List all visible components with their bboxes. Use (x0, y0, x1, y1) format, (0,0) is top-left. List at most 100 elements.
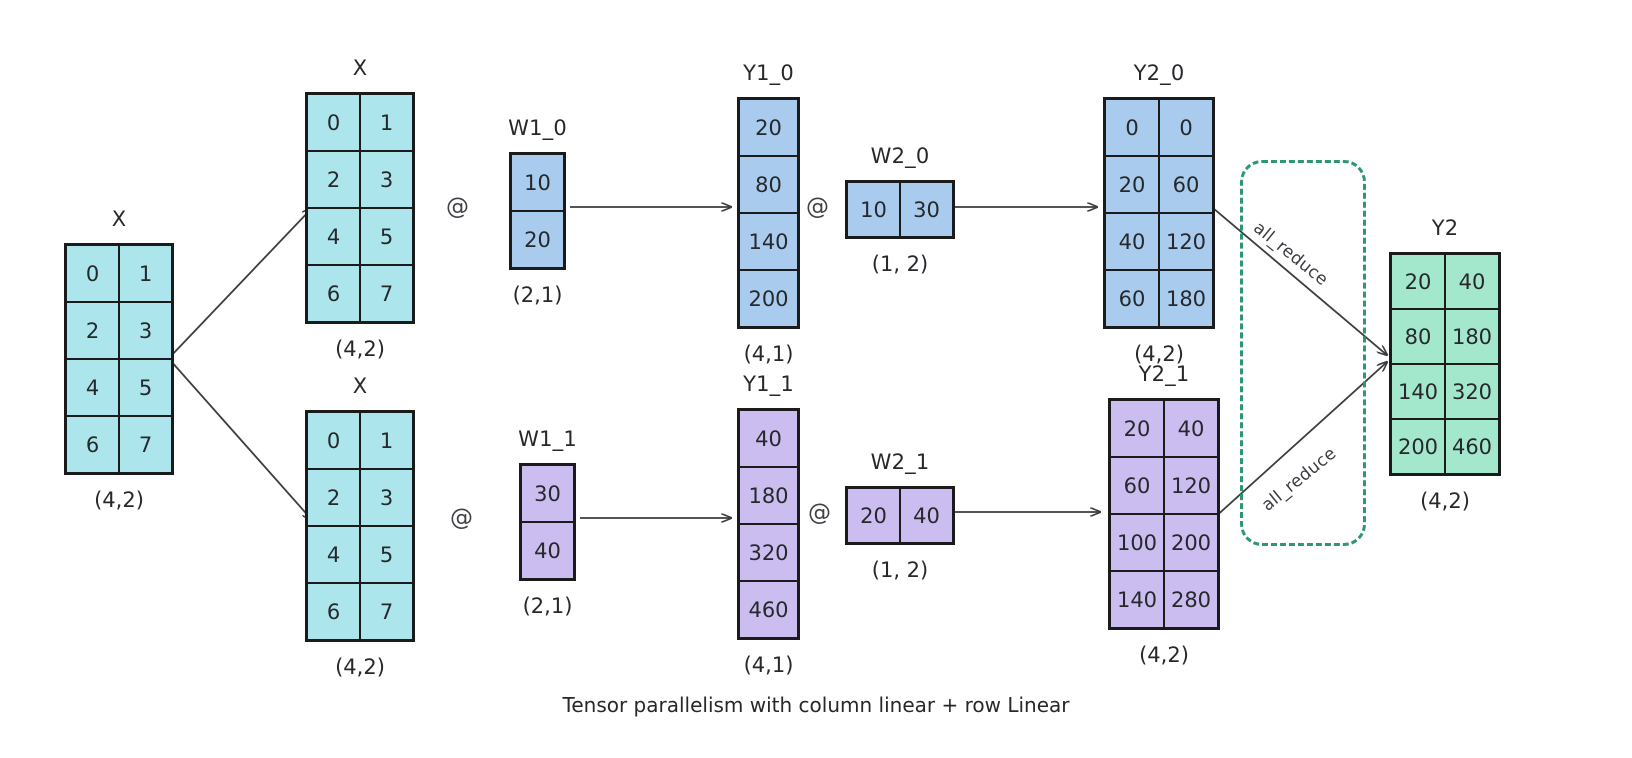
matrix-x-input-shape: (4,2) (94, 488, 144, 512)
matrix-cell: 320 (737, 523, 800, 582)
matrix-cell: 3 (118, 301, 174, 360)
matrix-cell: 200 (1163, 513, 1220, 572)
matrix-cell: 20 (737, 97, 800, 157)
matrix-cell: 4 (305, 525, 361, 584)
all-reduce-region-box (1240, 160, 1366, 546)
matrix-cell: 0 (64, 243, 120, 303)
matrix-cell: 20 (1389, 252, 1446, 310)
matrix-row: 30 (519, 463, 576, 523)
matrix-cell: 10 (845, 180, 901, 239)
matrix-cell: 40 (899, 486, 955, 545)
matrix-row: 180 (737, 466, 800, 525)
matrix-cell: 1 (118, 243, 174, 303)
matrix-row: 200 (737, 269, 800, 329)
matrix-cell: 100 (1108, 513, 1165, 572)
matrix-cell: 20 (509, 210, 566, 270)
matrix-cell: 2 (305, 150, 361, 209)
matrix-cell: 7 (118, 415, 174, 475)
matmul-operator-bottom-2: @ (808, 500, 831, 526)
matrix-cell: 140 (1389, 363, 1446, 420)
matrix-w1-0-title: W1_0 (508, 116, 567, 140)
matrix-cell: 0 (1158, 97, 1215, 157)
matrix-cell: 320 (1444, 363, 1501, 420)
matrix-x-bottom-title: X (352, 374, 368, 398)
matrix-cell: 60 (1103, 269, 1160, 329)
matrix-y1-1-shape: (4,1) (743, 653, 794, 677)
matrix-cell: 140 (737, 212, 800, 271)
matrix-w2-0-title: W2_0 (870, 144, 930, 168)
matrix-y2-0-title: Y2_0 (1133, 61, 1185, 85)
split-arrow-top (169, 208, 312, 358)
matrix-cell: 0 (305, 410, 361, 470)
matrix-row: 20 (509, 210, 566, 270)
matrix-x-bottom-shape: (4,2) (335, 655, 385, 679)
matrix-cell: 180 (737, 466, 800, 525)
matrix-cell: 40 (737, 408, 800, 468)
matrix-y2-0-shape: (4,2) (1134, 342, 1184, 366)
matrix-cell: 7 (359, 264, 415, 324)
matmul-operator-bottom-1: @ (450, 505, 473, 531)
matrix-cell: 5 (359, 207, 415, 266)
matrix-cell: 20 (1108, 398, 1165, 458)
matrix-cell: 7 (359, 582, 415, 642)
matrix-row: 20 (737, 97, 800, 157)
matrix-cell: 200 (737, 269, 800, 329)
matrix-cell: 180 (1444, 308, 1501, 365)
matrix-w1-1-title: W1_1 (518, 427, 577, 451)
matrix-cell: 280 (1163, 570, 1220, 630)
matrix-cell: 40 (1103, 212, 1160, 271)
matrix-y2-out-shape: (4,2) (1420, 489, 1470, 513)
matrix-w1-1-shape: (2,1) (522, 594, 573, 618)
matrix-w2-0-shape: (1, 2) (871, 252, 929, 276)
matrix-cell: 0 (1103, 97, 1160, 157)
matrix-cell: 20 (1103, 155, 1160, 214)
matrix-cell: 3 (359, 468, 415, 527)
matrix-cell: 1 (359, 92, 415, 152)
matrix-cell: 80 (737, 155, 800, 214)
matrix-row: 320 (737, 523, 800, 582)
matrix-y1-1-title: Y1_1 (743, 372, 794, 396)
matrix-cell: 460 (1444, 418, 1501, 476)
matrix-cell: 200 (1389, 418, 1446, 476)
matrix-y1-0-title: Y1_0 (743, 61, 794, 85)
matrix-cell: 2 (305, 468, 361, 527)
matrix-cell: 10 (509, 152, 566, 212)
matrix-cell: 140 (1108, 570, 1165, 630)
matrix-cell: 180 (1158, 269, 1215, 329)
matrix-y1-0-shape: (4,1) (743, 342, 794, 366)
matrix-w1-0-shape: (2,1) (512, 283, 563, 307)
